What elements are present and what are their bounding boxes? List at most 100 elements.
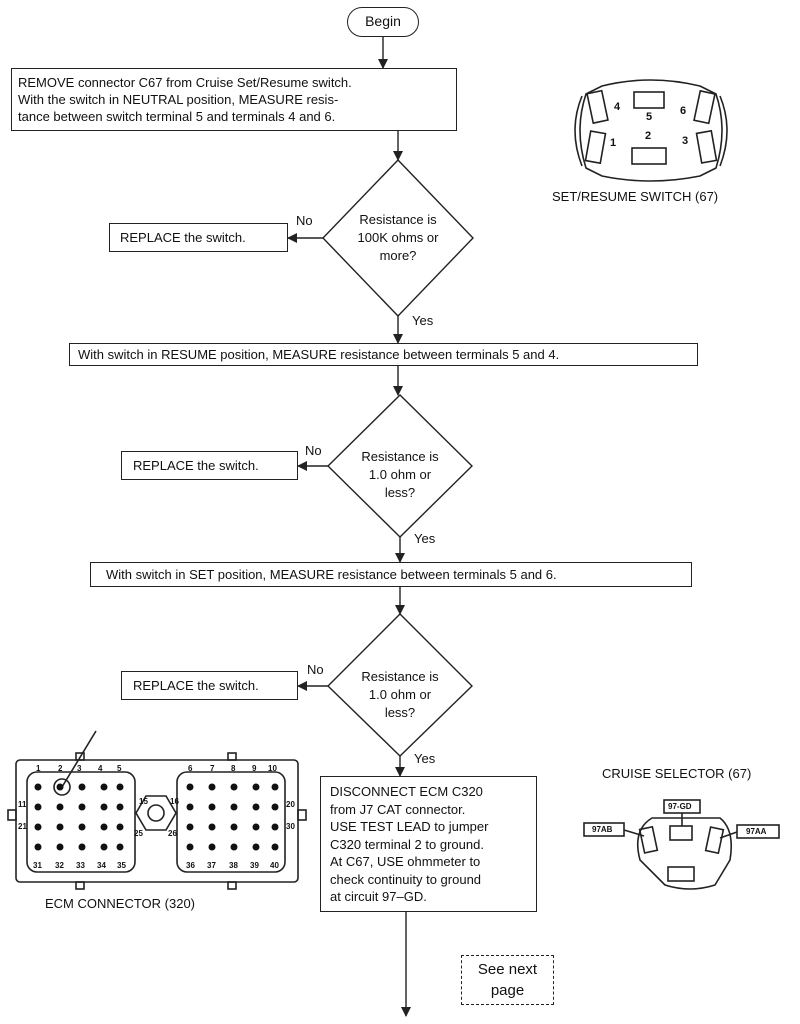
step4-line: from J7 CAT connector.	[330, 801, 466, 817]
ecm-pin-label: 34	[97, 861, 106, 870]
cruise-selector-caption: CRUISE SELECTOR (67)	[602, 766, 752, 781]
ecm-pin-label: 1	[36, 764, 41, 773]
switch-terminal-label: 1	[610, 137, 617, 149]
decision1-yes-label: Yes	[412, 313, 434, 328]
ecm-pin-label: 5	[117, 764, 122, 773]
ecm-pin	[78, 803, 86, 811]
replace-switch-box-1: REPLACE the switch.	[109, 223, 288, 252]
ecm-pin	[78, 783, 86, 791]
ecm-pin	[56, 823, 64, 831]
ecm-pin	[186, 783, 194, 791]
decision3-line: Resistance is	[361, 669, 439, 684]
decision1-line: 100K ohms or	[357, 230, 439, 245]
decision2-yes-label: Yes	[414, 531, 436, 546]
ecm-pin	[252, 823, 260, 831]
ecm-pin-label: 6	[188, 764, 193, 773]
decision3-line: less?	[384, 705, 416, 720]
step4-line: at circuit 97–GD.	[330, 889, 427, 904]
ecm-pin	[78, 843, 86, 851]
ecm-pin	[100, 803, 108, 811]
ecm-pin-label: 38	[229, 861, 238, 870]
ecm-pin-label: 25	[134, 829, 143, 838]
ecm-pin	[116, 823, 124, 831]
switch-terminal-label: 4	[614, 101, 621, 113]
ecm-pin-label: 31	[33, 861, 42, 870]
ecm-pin	[116, 803, 124, 811]
ecm-pin	[34, 823, 42, 831]
ecm-pin	[230, 823, 238, 831]
ecm-pin-label: 35	[117, 861, 126, 870]
see-next-page-note: See next page	[461, 955, 554, 1005]
decision2-line: Resistance is	[361, 449, 439, 464]
decision1-text: Resistance is 100K ohms or more?	[338, 211, 458, 265]
decision3-line: 1.0 ohm or	[368, 687, 432, 702]
switch-terminal-label: 3	[682, 135, 689, 147]
ecm-pin	[186, 823, 194, 831]
ecm-pin	[34, 843, 42, 851]
ecm-pin-label: 30	[286, 822, 295, 831]
step4-line: USE TEST LEAD to jumper	[330, 819, 489, 834]
ecm-pin	[34, 783, 42, 791]
decision3-no-label: No	[307, 662, 324, 677]
decision2-text: Resistance is 1.0 ohm or less?	[340, 448, 460, 502]
ecm-pin-label: 7	[210, 764, 215, 773]
step4-line: check continuity to ground	[330, 871, 482, 887]
decision3-yes-label: Yes	[414, 751, 436, 766]
ecm-pin	[78, 823, 86, 831]
step2-box: With switch in RESUME position, MEASURE …	[69, 343, 698, 366]
ecm-pin-label: 15	[139, 797, 148, 806]
ecm-pin	[56, 783, 64, 791]
ecm-pin	[230, 803, 238, 811]
begin-terminal: Begin	[347, 7, 419, 37]
ecm-pin	[252, 783, 260, 791]
decision1-no-label: No	[296, 213, 313, 228]
ecm-connector-drawing	[7, 730, 307, 890]
ecm-pin-label: 20	[286, 800, 295, 809]
ecm-pin	[271, 803, 279, 811]
ecm-pin	[186, 803, 194, 811]
switch-terminal-label: 2	[645, 130, 652, 142]
ecm-pin-label: 40	[270, 861, 279, 870]
ecm-pin	[208, 823, 216, 831]
step1-line: With the switch in NEUTRAL position, MEA…	[18, 92, 339, 107]
circuit-label-97aa: 97AA	[746, 827, 767, 836]
ecm-pin-label: 11	[18, 800, 27, 809]
ecm-pin-label: 2	[58, 764, 63, 773]
ecm-pin	[56, 843, 64, 851]
ecm-pin-label: 3	[77, 764, 82, 773]
switch-terminal-label: 5	[646, 111, 653, 123]
decision2-no-label: No	[305, 443, 322, 458]
ecm-pin	[252, 803, 260, 811]
ecm-pin	[208, 843, 216, 851]
ecm-pin	[116, 783, 124, 791]
replace-switch-box-3: REPLACE the switch.	[121, 671, 298, 700]
ecm-pin	[230, 783, 238, 791]
ecm-pin	[100, 823, 108, 831]
step1-box: REMOVE connector C67 from Cruise Set/Res…	[11, 68, 457, 131]
ecm-pin	[271, 823, 279, 831]
step4-line: C320 terminal 2 to ground.	[330, 836, 484, 852]
ecm-pin-label: 39	[250, 861, 259, 870]
step1-line: REMOVE connector C67 from Cruise Set/Res…	[18, 75, 352, 90]
decision2-line: 1.0 ohm or	[368, 467, 432, 482]
step4-box: DISCONNECT ECM C320 from J7 CAT connecto…	[320, 776, 537, 912]
ecm-pin	[34, 803, 42, 811]
ecm-pin-grid	[34, 783, 279, 851]
decision2-line: less?	[384, 485, 416, 500]
ecm-pin	[116, 843, 124, 851]
ecm-connector-caption: ECM CONNECTOR (320)	[45, 896, 196, 911]
ecm-pin-label: 8	[231, 764, 236, 773]
ecm-pin-label: 16	[170, 797, 179, 806]
step1-line: tance between switch terminal 5 and term…	[18, 109, 336, 124]
ecm-pin-label: 33	[76, 861, 85, 870]
set-resume-switch-caption: SET/RESUME SWITCH (67)	[552, 189, 719, 204]
ecm-pin-label: 9	[252, 764, 257, 773]
ecm-pin-label: 32	[55, 861, 64, 870]
ecm-pin	[56, 803, 64, 811]
see-next-line: page	[490, 982, 525, 999]
see-next-line: See next	[477, 961, 538, 978]
decision1-line: more?	[379, 248, 417, 263]
cruise-selector-drawing	[583, 799, 780, 890]
set-resume-switch-drawing	[574, 79, 728, 182]
